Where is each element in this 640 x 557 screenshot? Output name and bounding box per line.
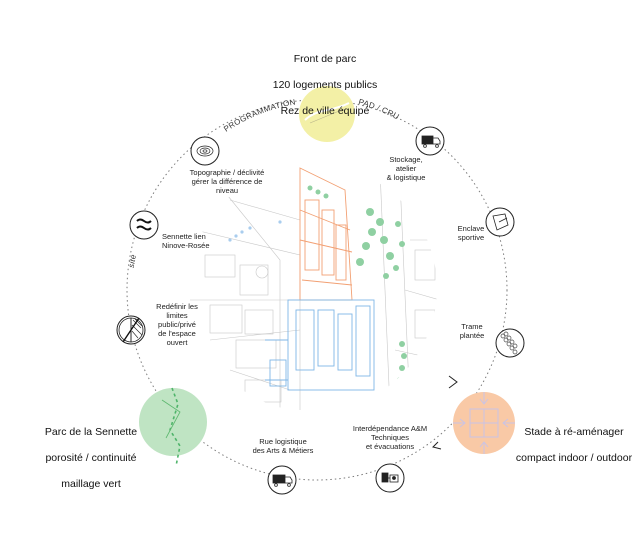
label-storage: Stockage, atelier & logistique <box>386 155 426 182</box>
park-line-3: maillage vert <box>61 478 121 490</box>
topography-icon <box>196 145 214 157</box>
label-rue: Rue logistique des Arts & Métiers <box>252 437 314 455</box>
tree-row-icon <box>500 331 518 355</box>
diamond-icon <box>492 213 509 231</box>
top-line-1: Front de parc <box>293 53 357 65</box>
label-limits: Redéfinir les limites public/privé de l'… <box>156 302 198 347</box>
label-enclave: Enclave sportive <box>457 224 485 242</box>
label-trame: Trame plantée <box>459 322 485 340</box>
van-icon <box>272 474 293 487</box>
park-block: Parc de la Sennette porosité / continuit… <box>36 413 146 504</box>
stade-line-2: compact indoor / outdoor <box>515 452 633 464</box>
top-block: Front de parc 120 logements publics Rez … <box>250 40 400 131</box>
site-plan <box>189 164 437 412</box>
yellow-line <box>309 108 345 124</box>
label-interdep: Interdépendance A&M Techniques et évacua… <box>352 424 428 451</box>
stade-line-1: Stade à ré-aménager <box>524 426 624 438</box>
yellow-blob <box>299 86 355 142</box>
dotted-ring <box>126 99 508 481</box>
node-badges <box>116 126 525 495</box>
network-icon <box>381 472 399 483</box>
park-line-2: porosité / continuité <box>45 452 137 464</box>
green-blob <box>139 388 207 456</box>
label-sennette: Sennette lien Ninove-Rosée <box>162 232 210 250</box>
truck-icon <box>421 135 441 148</box>
half-circle-icon <box>118 317 144 343</box>
top-line-2: 120 logements publics <box>272 79 378 91</box>
yellow-squiggle <box>304 102 350 121</box>
arrow-icon <box>448 375 458 389</box>
green-sketch <box>161 399 181 439</box>
arc-label-site: site <box>127 253 138 268</box>
stade-block: Stade à ré-aménager compact indoor / out… <box>512 413 636 478</box>
top-line-3: Rez de ville équipé <box>280 105 370 117</box>
park-line-1: Parc de la Sennette <box>44 426 138 438</box>
label-topography: Topographie / déclivité gérer la différe… <box>189 168 265 195</box>
arrow-icon-2 <box>432 441 442 450</box>
stadium-icon <box>453 392 515 454</box>
wave-icon <box>136 218 152 231</box>
